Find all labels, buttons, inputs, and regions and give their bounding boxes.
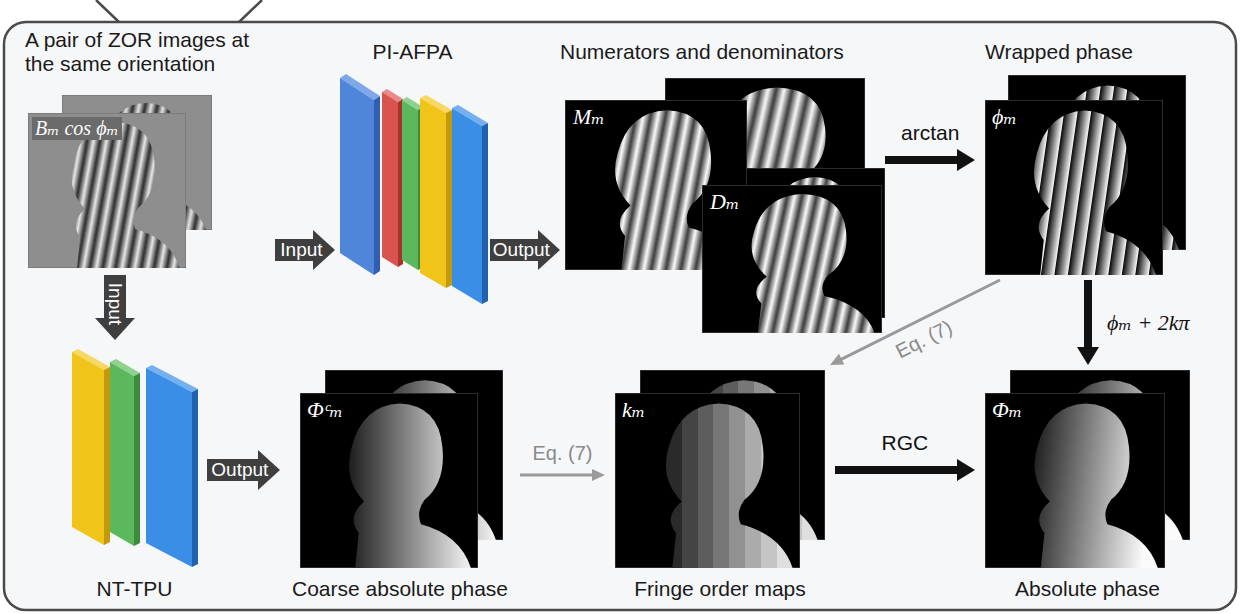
- image-label: kₘ: [619, 397, 648, 422]
- image-label: Φᶜₘ: [304, 397, 346, 422]
- flow-arrow: [835, 459, 975, 481]
- layer-face: [110, 362, 134, 546]
- arrow-label: RGC: [882, 431, 929, 455]
- arrow-label: arctan: [901, 121, 959, 145]
- flow-arrow: [490, 230, 560, 270]
- panel-heading: Absolute phase: [1015, 577, 1160, 601]
- arrow-label: Eq. (7): [533, 442, 593, 465]
- panel-heading: A pair of ZOR images at the same orienta…: [25, 28, 260, 76]
- layer-face: [340, 78, 374, 275]
- layer-side: [192, 389, 198, 567]
- image-stack: Coarse absolute phase Φᶜₘ: [280, 365, 520, 605]
- pointer-stub-outline: [96, 0, 262, 23]
- network-name: PI-AFPA: [372, 40, 452, 64]
- arrow-label: Eq. (7): [892, 316, 956, 363]
- flow-arrow: [95, 275, 135, 340]
- layer-side: [482, 123, 488, 304]
- image-stack: Fringe order maps kₘ: [605, 365, 835, 605]
- image-stack: Absolute phase Φₘ: [975, 365, 1200, 605]
- arrow-label: ϕₘ + 2kπ: [1107, 310, 1190, 335]
- panel-heading: Coarse absolute phase: [292, 577, 508, 601]
- layer-side: [446, 110, 452, 288]
- layer-face: [146, 368, 192, 567]
- network-block: PI-AFPA: [335, 40, 490, 310]
- flow-arrow: [207, 450, 280, 490]
- panel-heading: Fringe order maps: [634, 577, 806, 601]
- flow-arrow: [885, 149, 975, 171]
- image-label: Dₘ: [707, 189, 742, 214]
- layer-side: [134, 373, 140, 546]
- image-label: Mₘ: [570, 104, 608, 129]
- image-label: Φₘ: [989, 397, 1025, 422]
- layer-face: [72, 352, 104, 545]
- network-layers: [72, 349, 198, 567]
- pointer-stub: [96, 0, 262, 23]
- network-block: NT-TPU: [62, 340, 207, 605]
- flow-arrow: [1077, 280, 1099, 365]
- image-stack: A pair of ZOR images at the same orienta…: [25, 25, 275, 275]
- panel-heading: Numerators and denominators: [560, 40, 844, 64]
- layer-face: [382, 92, 398, 267]
- network-name: NT-TPU: [97, 577, 173, 601]
- layer-face: [402, 100, 418, 270]
- layer-side: [374, 96, 380, 275]
- denominator-image: [702, 185, 882, 333]
- flow-arrow: [520, 469, 605, 481]
- flow-arrow: [275, 230, 335, 270]
- fringe-image: [28, 113, 186, 268]
- image-label: Bₘ cos ϕₘ: [32, 117, 122, 140]
- layer-side: [104, 367, 110, 545]
- panel-heading: Wrapped phase: [985, 40, 1133, 64]
- absolute-phase-image: [985, 393, 1165, 568]
- fringe-order-image: [615, 393, 800, 568]
- coarse-phase-image: [300, 393, 478, 568]
- layer-face: [420, 98, 446, 288]
- image-stack: Wrapped phase ϕₘ: [975, 40, 1190, 280]
- panel-frame: [4, 22, 1236, 610]
- arrow-label: Output: [493, 239, 550, 261]
- arrow-label: Input: [104, 283, 126, 325]
- arrow-label: Output: [211, 459, 268, 481]
- image-label: ϕₘ: [989, 104, 1020, 129]
- flow-arrow: [830, 279, 1001, 365]
- wrapped-phase-image: [985, 100, 1163, 275]
- image-stack: Numerators and denominatorsMₘDₘ: [560, 40, 885, 335]
- arrow-label: Input: [280, 239, 322, 261]
- layer-face: [452, 108, 482, 304]
- network-layers: [340, 74, 488, 304]
